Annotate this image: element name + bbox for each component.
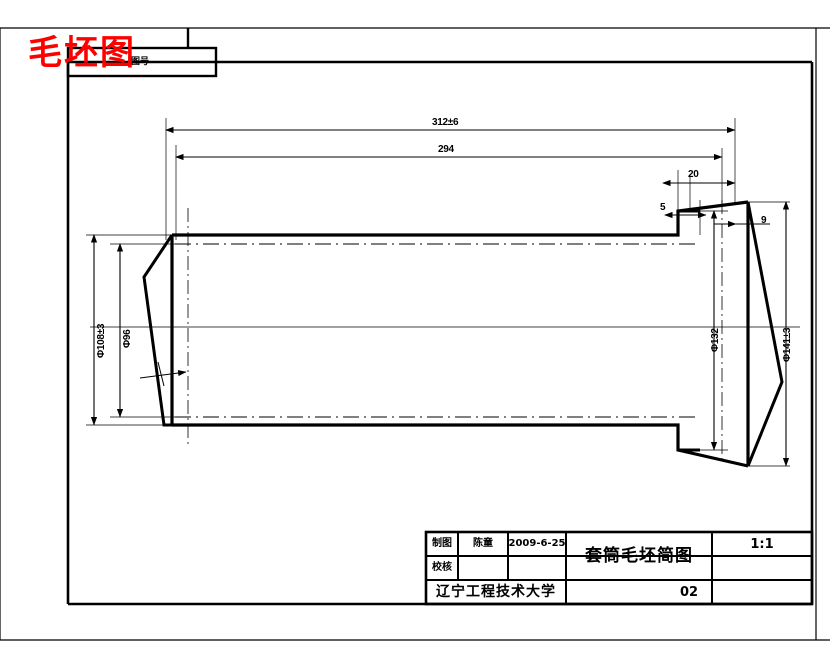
right-step-detail: [678, 209, 700, 452]
corner-box: [66, 46, 218, 78]
title-block-institution: 辽宁工程技术大学: [436, 584, 556, 600]
dim-label-step-9: 9: [761, 215, 767, 226]
title-block-drawn-by-label: 制图: [432, 538, 452, 549]
bore-center-dashline: [187, 200, 723, 460]
dim-label-body-length: 294: [438, 144, 454, 155]
title-block-lines: [426, 532, 812, 604]
title-block-sheet-number: 02: [679, 584, 699, 600]
hidden-bore-lines: [175, 243, 700, 418]
title-block-date: 2009-6-25: [508, 538, 566, 549]
title-block-frame: [424, 530, 814, 606]
title-block-checked-by-name: [458, 556, 508, 580]
dim-label-left-inner-dia: Φ96: [122, 329, 133, 348]
dim-label-right-bore-dia: Φ132: [710, 328, 721, 352]
dim-label-step-5: 5: [660, 202, 666, 213]
dim-label-right-outer-dia: Φ141±3: [782, 327, 793, 362]
dim-label-left-outer-dia: Φ108±3: [96, 323, 107, 358]
title-block-checked-by-label: 校核: [432, 562, 452, 573]
title-block-scale: 1:1: [750, 536, 774, 552]
title-block-drawn-by-name: 陈童: [473, 538, 493, 549]
dim-label-overall-length: 312±6: [432, 117, 459, 128]
title-block-drawing-title: 套筒毛坯简图: [585, 545, 693, 566]
part-outline-body: [170, 200, 750, 468]
extension-lines: [86, 118, 790, 467]
title-block-checked-date: [508, 556, 566, 580]
corner-box-label: 图号: [131, 57, 150, 67]
red-stamp-text: 毛坯图: [28, 33, 136, 73]
dim-label-step-20: 20: [688, 169, 699, 180]
left-flange-taper: [142, 234, 174, 427]
right-flange-taper: [746, 201, 784, 467]
sheet-outer-border: [0, 27, 830, 641]
chamfer-leader: [139, 361, 187, 387]
